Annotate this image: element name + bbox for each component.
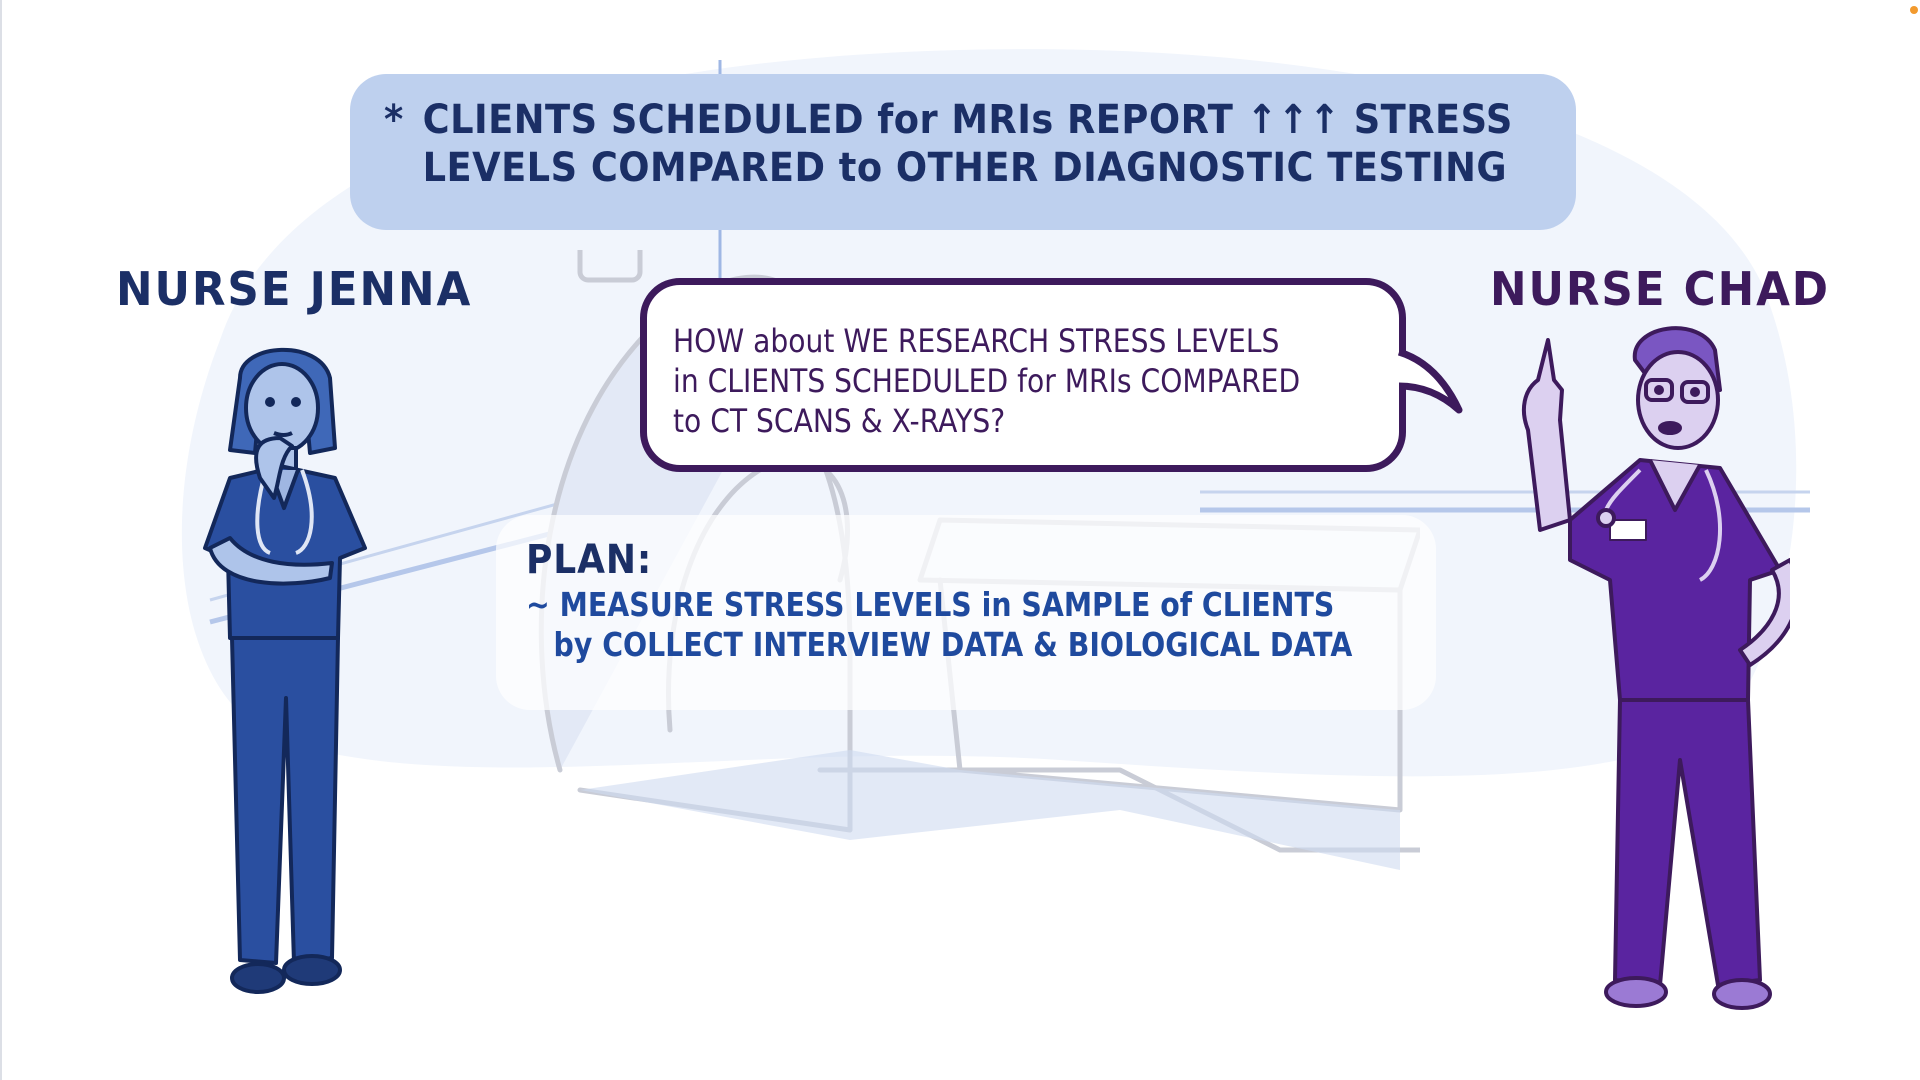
banner-line-2: LEVELS COMPARED to OTHER DIAGNOSTIC TEST…: [422, 145, 1508, 191]
frame-edge: [0, 0, 2, 1080]
plan-line-1: ~ MEASURE STRESS LEVELS in SAMPLE of CLI…: [526, 585, 1335, 624]
plan-title: PLAN:: [526, 537, 653, 583]
banner-line-1: *CLIENTS SCHEDULED for MRIs REPORT ↑↑↑ S…: [384, 97, 1513, 143]
key-finding-banner: *CLIENTS SCHEDULED for MRIs REPORT ↑↑↑ S…: [350, 74, 1576, 230]
speech-bubble-tail: [1397, 348, 1463, 414]
plan-line-2: by COLLECT INTERVIEW DATA & BIOLOGICAL D…: [553, 625, 1353, 664]
speech-line-1: HOW about WE RESEARCH STRESS LEVELS: [673, 322, 1280, 360]
asterisk-bullet-icon: *: [384, 97, 404, 143]
nurse-jenna-figure: [203, 347, 367, 994]
nurse-chad-figure: [1521, 326, 1790, 1010]
plan-panel: PLAN: ~ MEASURE STRESS LEVELS in SAMPLE …: [496, 515, 1436, 710]
speech-line-3: to CT SCANS & X-RAYS?: [673, 402, 1006, 440]
nurse-chad-label: NURSE CHAD: [1490, 262, 1830, 316]
speech-line-2: in CLIENTS SCHEDULED for MRIs COMPARED: [673, 362, 1301, 400]
speech-bubble: HOW about WE RESEARCH STRESS LEVELS in C…: [640, 278, 1406, 472]
indicator-dot: [1910, 6, 1918, 14]
nurse-jenna-label: NURSE JENNA: [116, 262, 473, 316]
